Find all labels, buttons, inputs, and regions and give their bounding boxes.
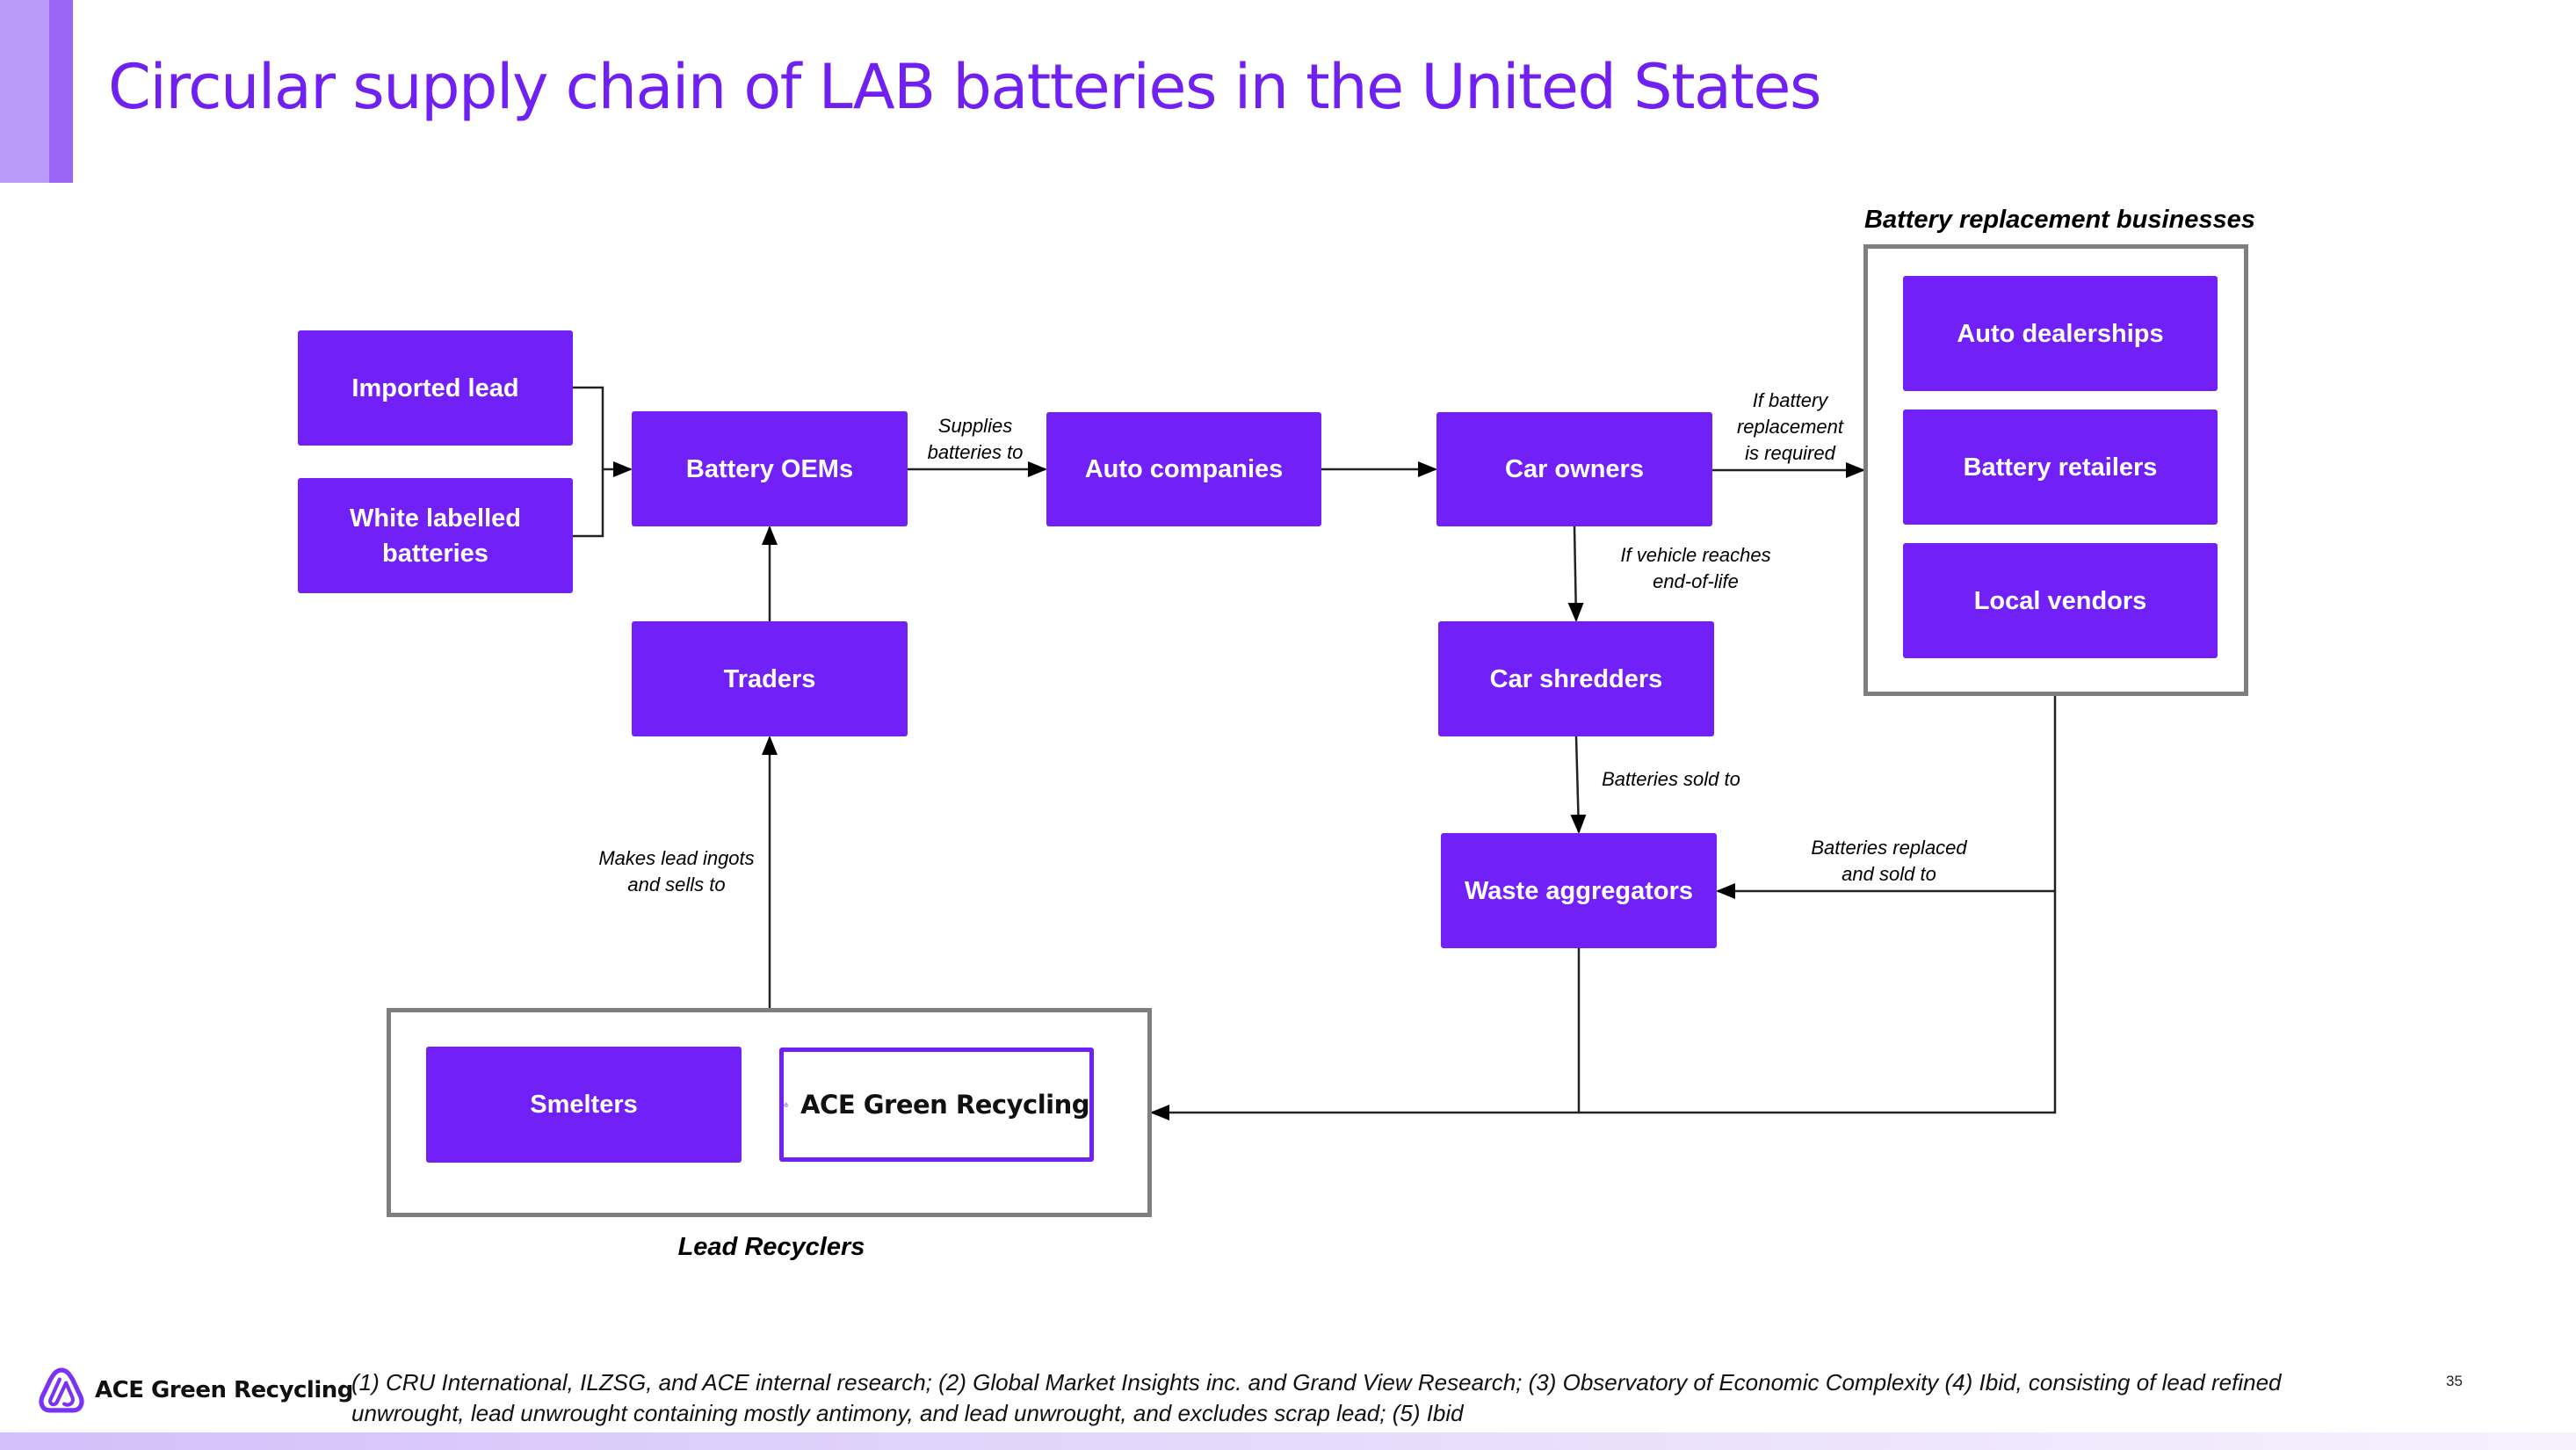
node-label: Auto companies xyxy=(1084,455,1284,483)
page-number: 35 xyxy=(2446,1373,2463,1389)
node-label: Battery retailers xyxy=(1963,453,2158,482)
title-accent-bar-light xyxy=(0,0,49,183)
group-lead-recyclers xyxy=(387,1008,1152,1217)
node-label: Car shredders xyxy=(1489,664,1663,693)
edge-label-text: Batteries replaced and sold to xyxy=(1811,837,1967,885)
node-battery-oems: Battery OEMs xyxy=(632,411,908,526)
edge-label-supplies-batteries: Supplies batteries to xyxy=(914,413,1037,466)
title-accent-bar-dark xyxy=(49,0,73,183)
edge-label-text: Makes lead ingots and sells to xyxy=(598,847,755,895)
node-imported-lead: Imported lead xyxy=(298,330,573,446)
page-title: Circular supply chain of LAB batteries i… xyxy=(108,51,1821,123)
edge-label-text: Batteries sold to xyxy=(1602,768,1740,790)
node-car-owners: Car owners xyxy=(1436,412,1712,526)
node-label: Smelters xyxy=(530,1091,638,1119)
node-label: Car owners xyxy=(1505,455,1644,483)
node-label: Battery OEMs xyxy=(685,454,854,483)
bottom-gradient-bar xyxy=(0,1432,2576,1450)
edge-shredders-to-waste-aggregators xyxy=(1570,736,1587,834)
node-white-labelled-batteries: White labelled batteries xyxy=(298,478,573,593)
edge-white-labelled-to-oems xyxy=(573,469,604,538)
node-traders: Traders xyxy=(632,621,908,736)
edge-label-if-vehicle-end-of-life: If vehicle reaches end-of-life xyxy=(1599,542,1792,595)
footnote-sources: (1) CRU International, ILZSG, and ACE in… xyxy=(351,1369,2282,1426)
edge-imported-lead-to-oems xyxy=(573,386,604,469)
edge-label-text: If battery replacement is required xyxy=(1736,389,1844,464)
edge-label-text: Supplies batteries to xyxy=(927,415,1024,463)
node-label: Imported lead xyxy=(351,373,519,402)
edge-car-owners-to-shredders xyxy=(1567,526,1584,622)
group-battery-replacement-businesses xyxy=(1863,244,2248,696)
node-label: Traders xyxy=(723,664,816,693)
node-label: Waste aggregators xyxy=(1465,876,1693,905)
ace-logo-icon xyxy=(39,1367,84,1413)
edge-waste-aggregators-to-lead-recyclers xyxy=(1150,948,1581,1120)
edge-label-batteries-sold-to: Batteries sold to xyxy=(1592,766,1750,793)
edge-label-makes-lead-ingots: Makes lead ingots and sells to xyxy=(580,845,773,898)
footer-logo: ACE Green Recycling xyxy=(37,1367,353,1414)
node-label: Auto dealerships xyxy=(1957,319,2164,348)
group-label-lead-recyclers: Lead Recyclers xyxy=(677,1233,865,1261)
node-auto-companies: Auto companies xyxy=(1046,412,1321,526)
node-car-shredders: Car shredders xyxy=(1438,621,1714,736)
node-label: Local vendors xyxy=(1973,586,2147,615)
footer-logo-text: ACE Green Recycling xyxy=(95,1377,353,1403)
ace-logo-text: ACE Green Recycling xyxy=(800,1090,1089,1120)
edge-label-batteries-replaced: Batteries replaced and sold to xyxy=(1792,835,1986,888)
node-waste-aggregators: Waste aggregators xyxy=(1441,833,1717,948)
node-ace-green-recycling: ACE Green Recycling xyxy=(779,1048,1094,1162)
node-label: White labelled batteries xyxy=(350,504,521,568)
edge-label-if-battery-replacement: If battery replacement is required xyxy=(1718,388,1863,467)
node-auto-dealerships: Auto dealerships xyxy=(1903,276,2218,391)
node-battery-retailers: Battery retailers xyxy=(1903,410,2218,525)
group-label-battery-replacement: Battery replacement businesses xyxy=(1864,206,2255,234)
node-smelters: Smelters xyxy=(426,1047,742,1163)
ace-logo-icon xyxy=(784,1102,788,1107)
edge-label-text: If vehicle reaches end-of-life xyxy=(1620,544,1771,592)
node-local-vendors: Local vendors xyxy=(1903,543,2218,658)
